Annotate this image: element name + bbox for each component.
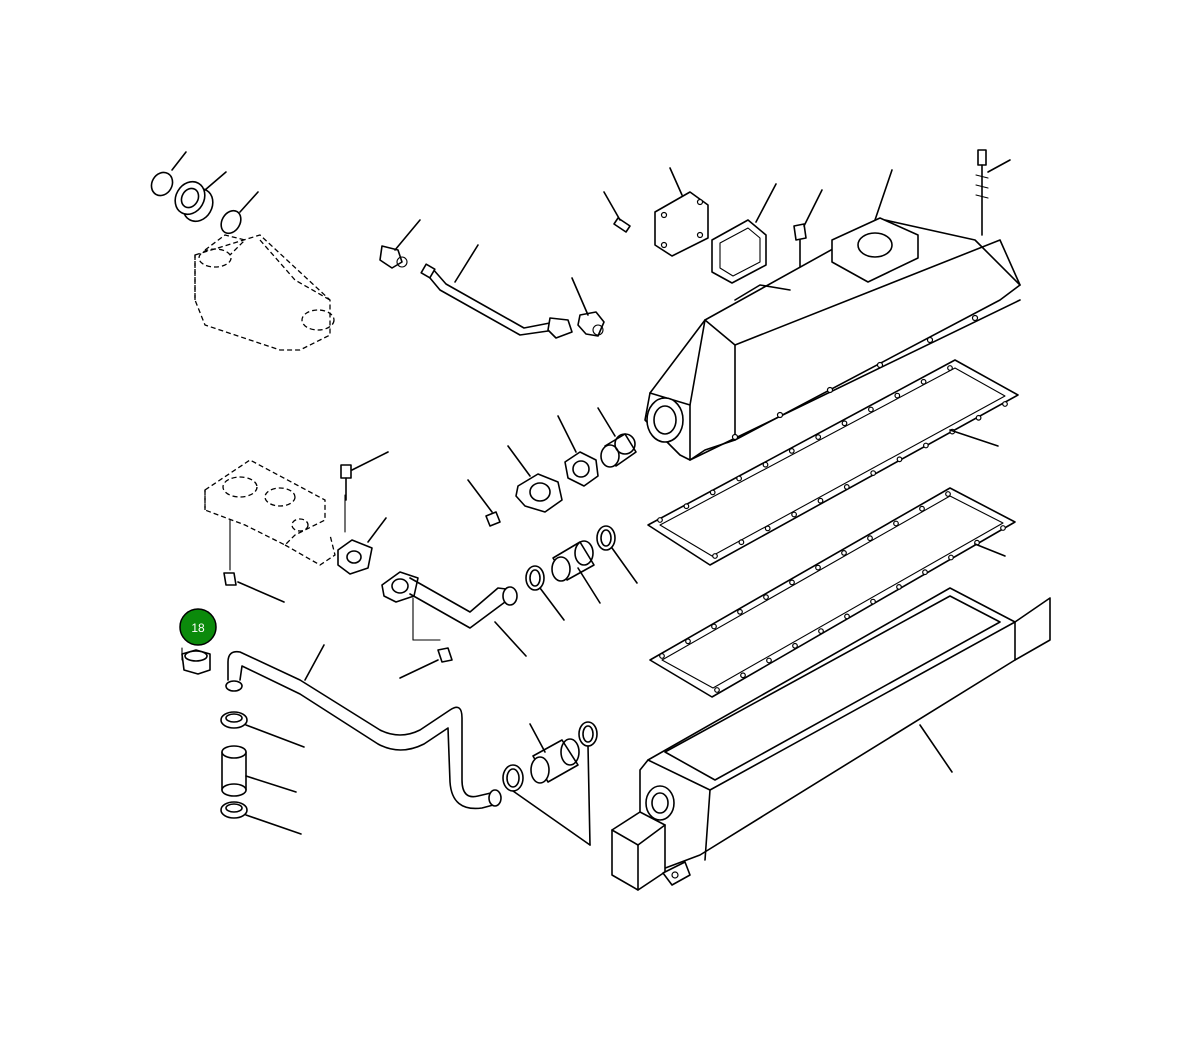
gasket-bolt-hole — [737, 608, 743, 615]
flange-adapter — [507, 445, 563, 513]
cover-gasket — [711, 183, 777, 284]
gasket-bolt-hole — [815, 564, 821, 571]
sleeve-adapter — [597, 407, 637, 468]
clamp-c — [502, 764, 524, 792]
gasket-bolt-hole — [948, 554, 954, 561]
clamp-d — [578, 721, 598, 747]
gasket-bolt-hole — [709, 489, 716, 496]
gasket-bolt-hole — [792, 642, 798, 649]
gasket-bolt-hole — [919, 505, 925, 512]
gasket-bolt-hole — [975, 414, 982, 421]
gasket-lower — [649, 487, 1016, 698]
gasket-bolt-hole — [711, 623, 717, 630]
cover-plate — [654, 167, 709, 257]
gasket-bolt-hole — [1002, 401, 1008, 407]
callout-18-label[interactable]: 18 — [191, 621, 205, 635]
stud-bolt-top-right — [975, 149, 1011, 236]
gasket-bolt-hole — [922, 569, 928, 576]
gasket-bolt-hole — [896, 584, 902, 590]
dashed-block-middle — [204, 459, 346, 571]
elbow-tube — [381, 571, 527, 657]
bolt-small-left — [223, 572, 285, 603]
gasket-bolt-hole — [841, 420, 848, 427]
clamp-b — [596, 525, 638, 584]
bolt-small-a — [603, 191, 631, 233]
gasket-bolt-hole — [870, 598, 876, 605]
gasket-bolt-hole — [894, 392, 901, 399]
gasket-bolt-hole — [841, 550, 847, 556]
gasket-bolt-hole — [868, 406, 874, 413]
gasket-bolt-hole — [791, 511, 797, 518]
gasket-bolt-hole — [657, 517, 663, 523]
bolt-small-middle — [467, 479, 501, 527]
hose-short — [551, 540, 601, 604]
gasket-bolt-hole — [683, 503, 690, 510]
gasket-bolt-hole — [815, 434, 822, 441]
gasket-flange — [557, 415, 599, 487]
gasket-bolt-hole — [817, 497, 824, 504]
hose-long — [529, 723, 580, 784]
gasket-bolt-hole — [947, 365, 953, 371]
gasket-bolt-hole — [766, 657, 772, 664]
gasket-bolt-hole — [659, 653, 665, 659]
gasket-bolt-hole — [893, 520, 899, 527]
clamp-small-left — [181, 647, 211, 675]
gasket-bolt-hole — [818, 628, 824, 634]
gasket-bolt-hole — [867, 535, 873, 542]
leader-pair-clamps — [512, 745, 591, 846]
gasket-upper — [647, 359, 1019, 566]
gasket-bolt-hole — [1000, 525, 1006, 531]
flange-sleeve — [174, 171, 227, 223]
gasket-bolt-hole — [788, 448, 795, 454]
gasket-bolt-hole — [740, 672, 746, 679]
bolt-bottom-middle — [399, 647, 453, 679]
gasket-bolt-hole — [920, 378, 927, 385]
gasket-bolt-hole — [685, 638, 691, 645]
gasket-small-middle — [337, 517, 387, 575]
gasket-bolt-hole — [764, 525, 771, 532]
gasket-bolt-hole — [736, 475, 742, 482]
gasket-bolt-hole — [714, 687, 720, 693]
gasket-bolt-hole — [945, 491, 951, 497]
gasket-bolt-hole — [870, 470, 877, 477]
gasket-bolt-hole — [712, 553, 718, 559]
clamp-a — [525, 565, 565, 621]
o-ring-right — [220, 191, 259, 235]
gasket-bolt-hole — [789, 579, 795, 586]
aftercooler-upper-housing — [644, 169, 1021, 461]
gasket-bolt-hole — [738, 539, 745, 546]
gasket-bolt-hole — [844, 613, 850, 620]
gasket-bolt-hole — [843, 484, 850, 490]
clamp-left-lower — [220, 801, 302, 835]
long-bent-tube — [225, 644, 502, 810]
gasket-bolt-hole — [923, 442, 929, 449]
gasket-bolt-hole — [896, 456, 903, 463]
callout-18[interactable]: 18 — [179, 608, 217, 646]
bolt-vertical-middle — [340, 451, 389, 501]
gasket-bolt-hole — [763, 594, 769, 600]
callout-18-badge[interactable] — [179, 608, 217, 646]
aftercooler-lower-housing — [611, 587, 1051, 891]
gasket-bolt-hole — [762, 461, 769, 468]
fuel-line-assembly — [379, 219, 605, 339]
dashed-housing-top-left — [194, 234, 335, 351]
hose-left — [221, 745, 297, 797]
clamp-left-upper — [220, 711, 305, 748]
o-ring-left — [150, 151, 187, 197]
